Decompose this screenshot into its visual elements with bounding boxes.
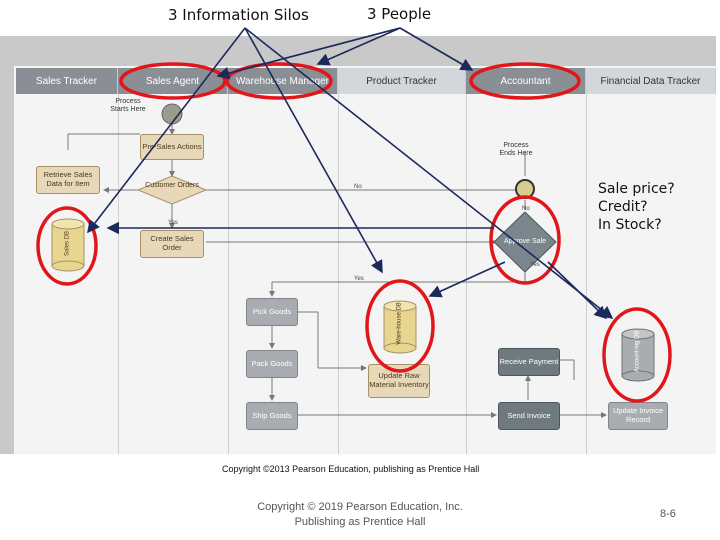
process-ends-note: Process Ends Here <box>499 142 533 158</box>
pack-goods-box: Pack Goods <box>246 350 298 378</box>
side-questions: Sale price? Credit? In Stock? <box>598 180 675 235</box>
lane-divider <box>118 94 119 454</box>
accounting-db-icon <box>621 328 655 382</box>
lane-sales-agent: Sales Agent <box>118 68 228 94</box>
customer-orders-diamond <box>136 175 208 205</box>
lane-sales-tracker: Sales Tracker <box>16 68 118 94</box>
highlight-accounting-db <box>602 307 672 403</box>
question-sale-price: Sale price? <box>598 181 675 197</box>
send-invoice-box: Send Invoice <box>498 402 560 430</box>
process-starts-note: Process Starts Here <box>110 98 146 114</box>
lane-divider <box>228 94 229 454</box>
approve-sale-label: Approve Sale <box>503 238 547 245</box>
receive-payment-box: Receive Payment <box>498 348 560 376</box>
question-credit: Credit? <box>598 199 648 216</box>
create-sales-order-box: Create Sales Order <box>140 230 204 258</box>
lane-warehouse-manager: Warehouse Manager <box>228 68 338 94</box>
question-in-stock: In Stock? <box>598 217 662 234</box>
lane-accountant: Accountant <box>466 68 586 94</box>
lane-divider <box>338 94 339 454</box>
retrieve-sales-data-box: Retrieve Sales Data for Item <box>36 166 100 194</box>
highlight-approve-sale <box>489 195 561 285</box>
diagram-canvas <box>14 66 716 454</box>
lane-product-tracker: Product Tracker <box>338 68 466 94</box>
slide-footer: Copyright © 2019 Pearson Education, Inc.… <box>220 500 500 531</box>
page-number: 8-6 <box>660 508 676 520</box>
highlight-accountant <box>469 62 581 100</box>
highlight-sales-agent <box>119 62 227 100</box>
highlight-warehouse-manager <box>225 62 333 100</box>
customer-orders-label: Customer Orders <box>145 182 199 189</box>
footer-copyright: Copyright © 2019 Pearson Education, Inc. <box>257 501 463 513</box>
yes-label: Yes <box>530 262 540 268</box>
image-copyright: Copyright ©2013 Pearson Education, publi… <box>222 464 480 474</box>
yes-label: Yes <box>354 276 364 282</box>
people-label: 3 People <box>367 5 432 23</box>
footer-publisher: Publishing as Prentice Hall <box>294 516 426 529</box>
sales-db-icon <box>51 218 85 272</box>
no-label: No <box>354 184 362 190</box>
lane-divider <box>586 94 587 454</box>
warehouse-db-icon <box>383 300 417 354</box>
update-invoice-record-box: Update Invoice Record <box>608 402 668 430</box>
highlight-sales-db <box>36 206 98 286</box>
yes-label: Yes <box>168 220 178 226</box>
pre-sales-actions-box: Pre-Sales Actions <box>140 134 204 160</box>
lane-financial-data-tracker: Financial Data Tracker <box>586 68 716 94</box>
no-label: No <box>522 206 530 212</box>
ship-goods-box: Ship Goods <box>246 402 298 430</box>
lane-divider <box>466 94 467 454</box>
pick-goods-box: Pick Goods <box>246 298 298 326</box>
silos-label: 3 Information Silos <box>168 6 309 24</box>
highlight-warehouse-db <box>365 279 435 373</box>
